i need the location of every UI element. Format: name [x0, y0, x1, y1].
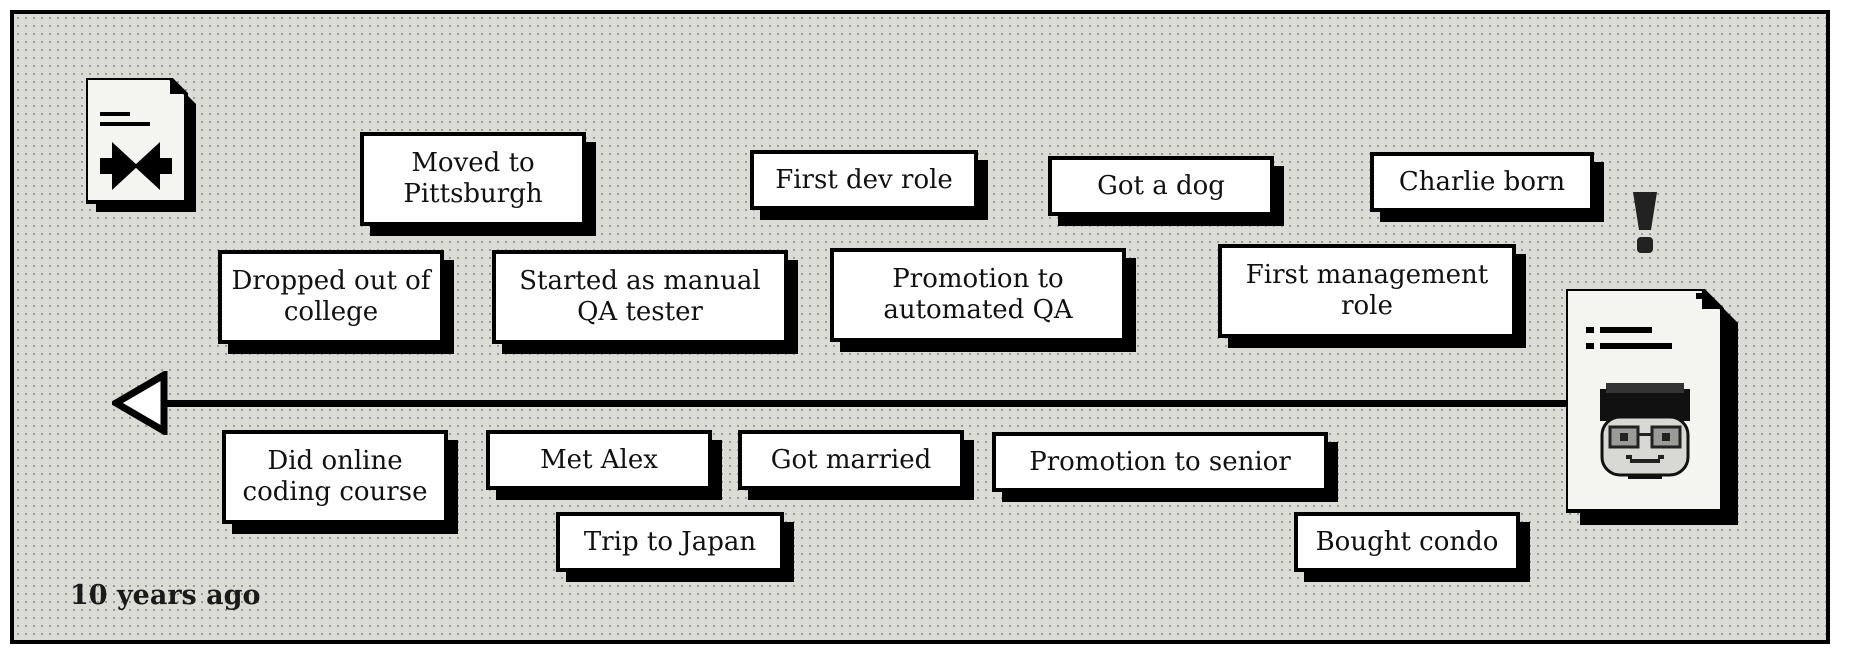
event-card-bought-condo: Bought condo: [1294, 512, 1520, 572]
arrow-left-icon: [112, 371, 168, 435]
timeline-canvas: Moved to Pittsburgh First dev role Got a…: [10, 10, 1830, 644]
event-card-first-dev-role: First dev role: [750, 150, 978, 210]
event-card-started-manual-qa: Started as manual QA tester: [492, 250, 788, 344]
profile-document-icon: [1566, 289, 1738, 525]
exclamation-icon: [1633, 192, 1657, 253]
timeline-start-label: 10 years ago: [70, 580, 261, 611]
event-card-dropped-out: Dropped out of college: [218, 250, 444, 344]
event-card-moved-pittsburgh: Moved to Pittsburgh: [360, 132, 586, 226]
event-card-met-alex: Met Alex: [486, 430, 712, 490]
event-card-charlie-born: Charlie born: [1370, 152, 1594, 212]
event-card-trip-japan: Trip to Japan: [556, 512, 784, 572]
timeline-line: [159, 400, 1599, 407]
event-card-first-management-role: First management role: [1218, 244, 1516, 338]
document-swap-icon: [86, 78, 196, 212]
event-card-promotion-automated-qa: Promotion to automated QA: [830, 248, 1126, 342]
event-card-got-dog: Got a dog: [1048, 156, 1274, 216]
event-card-promotion-senior: Promotion to senior: [992, 432, 1328, 492]
avatar: [1600, 383, 1690, 479]
event-card-online-course: Did online coding course: [222, 430, 448, 524]
event-card-got-married: Got married: [738, 430, 964, 490]
